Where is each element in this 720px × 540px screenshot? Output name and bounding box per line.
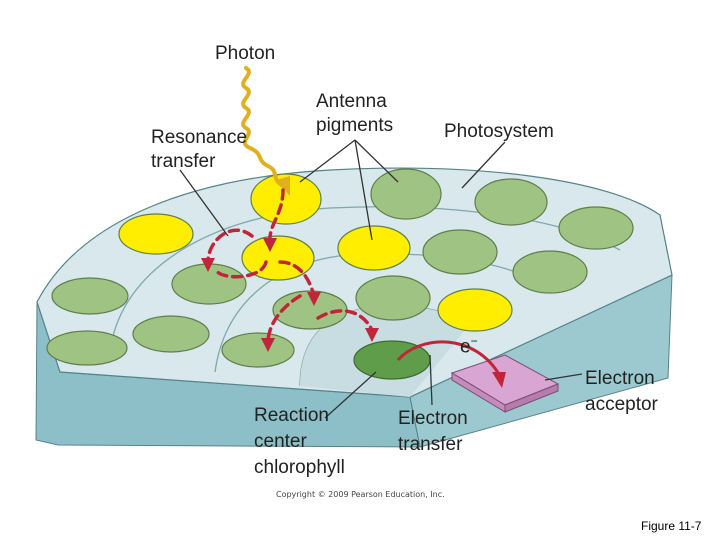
antenna-disc [422, 229, 498, 275]
acceptor-side [504, 383, 559, 413]
antenna-disc [46, 330, 128, 366]
leader-resonance [179, 169, 229, 237]
antenna-disc [558, 206, 634, 250]
electron-symbol: e [460, 336, 471, 358]
antenna-disc-yellow [118, 213, 194, 255]
electron-transfer-label-line1: Electron [398, 408, 468, 429]
antenna-pigments-label-line2: pigments [316, 115, 394, 136]
reaction-center-label-line2: center [254, 431, 307, 452]
leader-antenna-1 [299, 139, 356, 183]
resonance-transfer-label-line2: transfer [151, 151, 216, 172]
leader-reaction-center [324, 371, 377, 419]
resonance-transfer-label-line1: Resonance [151, 127, 248, 148]
leader-antenna-3 [354, 139, 399, 183]
pigment-discs [46, 168, 634, 380]
antenna-disc [51, 277, 129, 315]
leader-antenna-2 [354, 139, 373, 241]
figure-number: Figure 11-7 [641, 519, 702, 533]
electron-transfer-arrow-icon [396, 340, 502, 377]
electron-charge: − [470, 334, 478, 348]
antenna-disc [355, 275, 431, 321]
photon-wave-icon [241, 66, 285, 188]
photon-arrowhead-icon [276, 176, 290, 196]
leader-electron-acceptor [544, 373, 583, 381]
reaction-center-label-line1: Reaction [254, 405, 329, 426]
antenna-disc [370, 168, 442, 220]
resonance-arrowheads [201, 238, 379, 352]
antenna-pigments-label-line1: Antenna [316, 91, 387, 112]
ring-groove-outer [109, 206, 621, 353]
leader-electron-transfer [429, 354, 433, 406]
electron-symbol-label: e− [460, 334, 478, 358]
copyright-notice: Copyright © 2009 Pearson Education, Inc. [276, 490, 445, 499]
leader-lines [179, 139, 583, 419]
leader-photosystem [461, 141, 506, 189]
reaction-center-label-line3: chlorophyll [254, 457, 345, 478]
electron-transfer-label-line2: transfer [398, 434, 463, 455]
antenna-disc [132, 315, 210, 353]
antenna-disc [512, 250, 588, 294]
antenna-disc-yellow [437, 288, 513, 332]
electron-acceptor-label-line2: acceptor [585, 394, 658, 415]
antenna-disc-yellow [337, 225, 411, 271]
antenna-disc [221, 332, 295, 368]
electron-acceptor-block [450, 354, 560, 413]
photon-label: Photon [215, 43, 276, 64]
antenna-disc [474, 178, 548, 226]
electron-acceptor-label-line1: Electron [585, 368, 655, 389]
antenna-disc-yellow-photon [250, 173, 322, 225]
electron-transfer-arrowhead-icon [492, 372, 506, 388]
photosystem-label: Photosystem [444, 121, 554, 142]
